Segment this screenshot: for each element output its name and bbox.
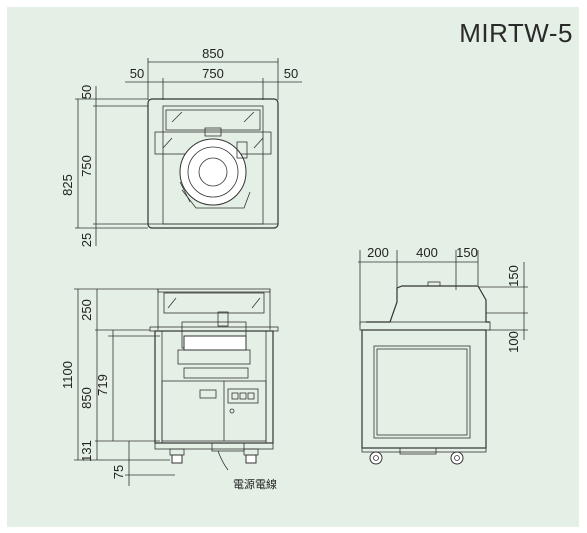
dim-side-h1: 150 xyxy=(506,265,521,287)
dim-side-w2: 400 xyxy=(416,245,438,260)
dim-height-counter: 850 xyxy=(79,387,94,409)
dim-depth-bottom: 25 xyxy=(79,233,94,247)
dim-width-left: 50 xyxy=(130,66,144,81)
dim-depth-top: 50 xyxy=(79,85,94,99)
dim-width-inner: 750 xyxy=(202,66,224,81)
dim-depth-inner: 750 xyxy=(79,155,94,177)
dim-side-h2: 100 xyxy=(506,331,521,353)
dim-height-inner: 719 xyxy=(95,374,110,396)
dim-height-total: 1100 xyxy=(60,361,75,389)
top-view: 850 50 750 50 825 50 750 25 xyxy=(60,46,302,247)
dim-side-w3: 150 xyxy=(456,245,478,260)
dim-side-w1: 200 xyxy=(367,245,389,260)
side-view: 200 400 150 150 100 xyxy=(358,245,528,465)
front-view: 1100 250 850 719 131 75 xyxy=(60,288,279,491)
dim-height-caster: 75 xyxy=(111,465,126,479)
dim-width-total: 850 xyxy=(202,46,224,61)
dim-height-base: 131 xyxy=(79,440,94,462)
power-cable-label: 電源電線 xyxy=(233,477,277,491)
dim-depth-total: 825 xyxy=(60,174,75,196)
dim-height-top: 250 xyxy=(79,299,94,321)
drawing-panel xyxy=(7,7,579,527)
dim-width-right: 50 xyxy=(284,66,298,81)
model-title: MIRTW-5 xyxy=(459,18,573,48)
